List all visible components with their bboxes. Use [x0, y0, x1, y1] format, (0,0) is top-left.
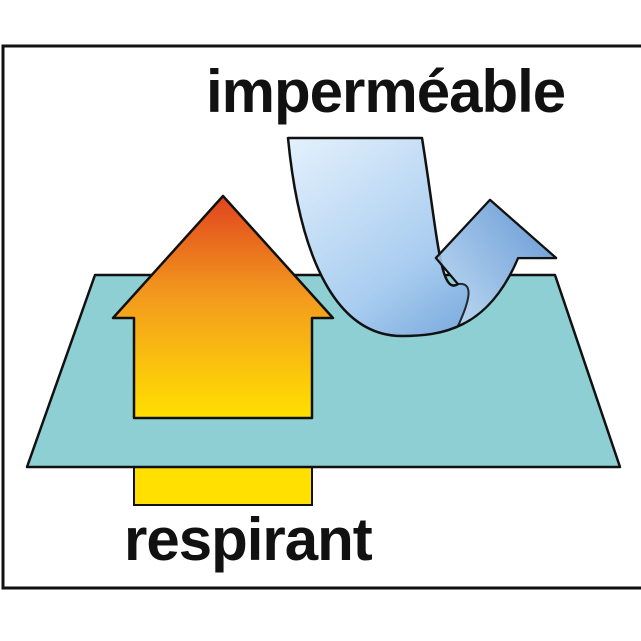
warm-arrow-up [111, 194, 335, 420]
label-respirant: respirant [124, 506, 373, 573]
membrane-surface [25, 273, 622, 469]
water-arrow-head-shade [435, 199, 557, 327]
label-impermeable: imperméable [206, 58, 566, 125]
